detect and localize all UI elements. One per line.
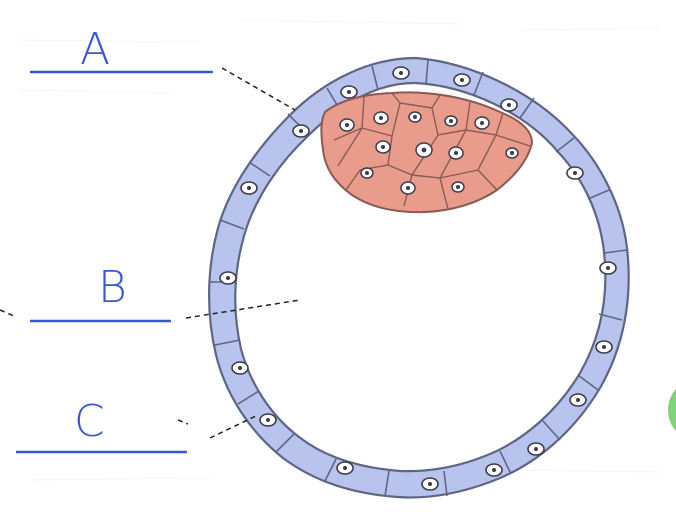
trophoblast-cell-boundaries bbox=[210, 59, 628, 497]
leader-lines bbox=[0, 67, 301, 439]
trophoblast-nucleoli bbox=[226, 71, 610, 486]
trophoblast-ring bbox=[208, 56, 630, 499]
label-a: A bbox=[80, 24, 110, 75]
trophoblast-layer bbox=[208, 56, 630, 499]
answer-lines bbox=[16, 70, 213, 454]
label-b: B bbox=[98, 262, 127, 313]
leader-line-a bbox=[221, 67, 296, 111]
inner-cell-mass-nucleoli bbox=[345, 115, 514, 190]
leader-line-c-left-stub bbox=[177, 419, 189, 425]
inner-cell-mass bbox=[320, 91, 534, 214]
label-c: C bbox=[74, 396, 105, 447]
leader-line-b-left-stub bbox=[0, 309, 15, 317]
background-texture bbox=[19, 19, 661, 481]
leader-line-b bbox=[185, 299, 301, 319]
green-marker[interactable] bbox=[668, 378, 676, 442]
